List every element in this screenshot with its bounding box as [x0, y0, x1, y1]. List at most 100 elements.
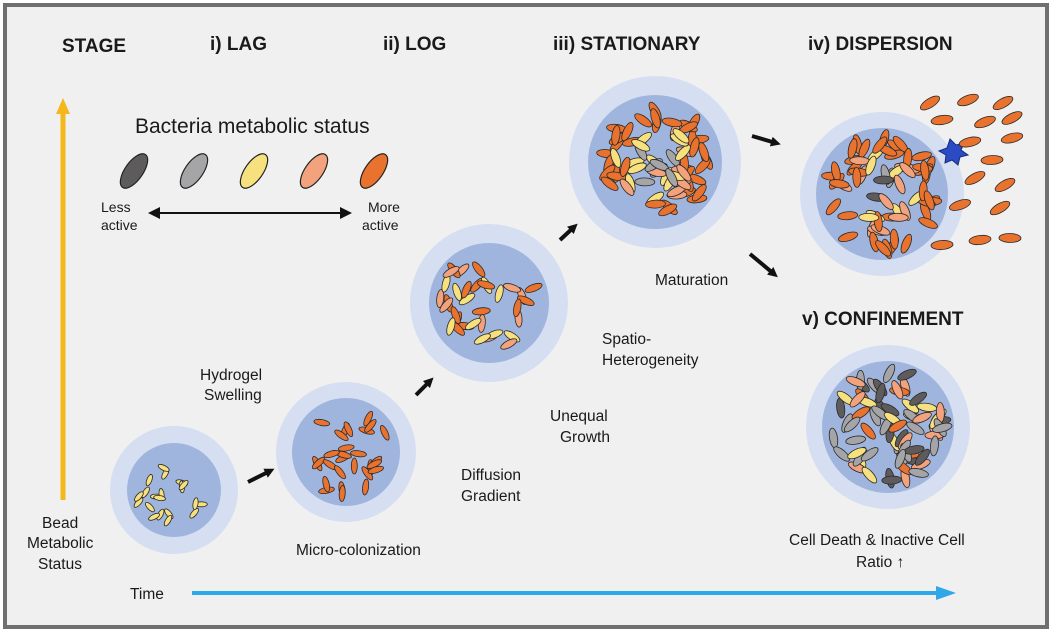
bacterium [833, 446, 851, 462]
activity-double-arrow [148, 207, 352, 219]
bacterium [691, 184, 707, 202]
y-axis-label-line2: Metabolic [27, 535, 94, 552]
legend-less-line1: Less [101, 199, 131, 215]
bacterium [192, 497, 199, 511]
diffusion-label-line1: Diffusion [461, 467, 521, 484]
bacterium [829, 179, 850, 189]
legend-less-line2: active [101, 217, 138, 233]
bacterium [442, 266, 460, 278]
bacterium [847, 447, 867, 460]
bead-micro [276, 382, 416, 522]
legend-swatch-yellow [239, 153, 269, 189]
bacterium [861, 466, 878, 484]
bacterium [141, 486, 150, 498]
unequal-label-line1: Unequal [550, 408, 608, 425]
bacterium [619, 156, 631, 177]
bacterium [891, 380, 904, 400]
bacterium [513, 298, 522, 318]
bacterium [145, 501, 155, 513]
arrow-lag-to-micro [247, 468, 275, 484]
bacterium [464, 317, 482, 331]
cell-death-label-line2: Ratio ↑ [856, 554, 904, 571]
bacterium [912, 411, 932, 424]
bacterium [343, 421, 354, 437]
spatio-label-line1: Spatio- [602, 331, 651, 348]
metabolic-status-axis-arrow [56, 98, 70, 500]
bacterium [929, 435, 939, 457]
bacterium [894, 448, 906, 469]
bacterium [860, 422, 876, 440]
bacterium [658, 203, 678, 217]
bacterium [930, 114, 954, 126]
bacterium [380, 425, 390, 441]
bacterium [893, 174, 906, 195]
bacterium [472, 261, 486, 278]
bacterium [873, 175, 894, 185]
bacterium [650, 108, 661, 129]
bead-stationary-cells [596, 101, 713, 217]
bacterium [631, 139, 651, 152]
bacterium [619, 178, 635, 196]
bacterium [968, 234, 992, 246]
bacterium [500, 338, 518, 350]
bacterium [909, 391, 928, 406]
bacterium [932, 422, 953, 433]
maturation-label: Maturation [655, 272, 728, 289]
legend-more-line2: active [362, 217, 399, 233]
bacterium [503, 283, 522, 293]
bacterium [337, 444, 355, 452]
bacterium [676, 164, 692, 182]
bacterium [471, 307, 491, 316]
bacterium [883, 363, 896, 383]
bacterium [964, 171, 986, 185]
hydrogel-label-line2: Swelling [204, 387, 262, 404]
bacterium [311, 456, 326, 470]
bacterium [178, 480, 189, 491]
bacterium [825, 198, 842, 216]
bacterium [900, 233, 912, 254]
bacterium [957, 93, 979, 107]
cell-death-label-line1: Cell Death & Inactive Cell [789, 532, 965, 549]
bacterium [661, 117, 683, 128]
bacterium [698, 142, 710, 163]
bacterium [875, 382, 886, 404]
bacterium [446, 317, 456, 336]
bacterium [694, 157, 711, 175]
bead-micro-cells [311, 410, 390, 502]
bacterium [645, 199, 666, 209]
legend-title: Bacteria metabolic status [135, 115, 370, 138]
lag-heading: i) LAG [210, 34, 267, 55]
y-axis-label-line3: Status [38, 556, 82, 573]
bacterium [974, 115, 996, 129]
legend-more-line1: More [368, 199, 400, 215]
legend-swatch-inactive-gray [179, 153, 209, 189]
bacterium [153, 494, 166, 502]
bacterium [189, 507, 199, 519]
bacterium [989, 200, 1011, 216]
bacterium [439, 297, 454, 313]
diffusion-label-line2: Gradient [461, 488, 521, 505]
confinement-heading: v) CONFINEMENT [802, 309, 964, 330]
bacterium [845, 435, 866, 445]
bacterium [476, 280, 496, 290]
bacterium [334, 465, 346, 480]
bacterium [889, 228, 899, 250]
bacterium [350, 457, 358, 475]
bacterium [148, 512, 160, 521]
bacterium [858, 212, 880, 222]
bacterium [634, 177, 656, 187]
bacterium [134, 491, 144, 502]
bead-log-cells [436, 261, 543, 350]
bacterium [837, 211, 859, 221]
bacterium [914, 448, 930, 466]
bacterium [672, 128, 690, 144]
bead-lag-cells [133, 464, 208, 527]
bacterium [363, 410, 374, 427]
y-axis-label-line1: Bead [42, 515, 78, 532]
arrow-to-confinement [748, 252, 778, 278]
bacterium [1001, 111, 1023, 125]
unequal-label-line2: Growth [560, 429, 610, 446]
bacterium [452, 282, 462, 301]
bacterium [436, 289, 445, 308]
bead-dispersion-cells [821, 129, 943, 259]
